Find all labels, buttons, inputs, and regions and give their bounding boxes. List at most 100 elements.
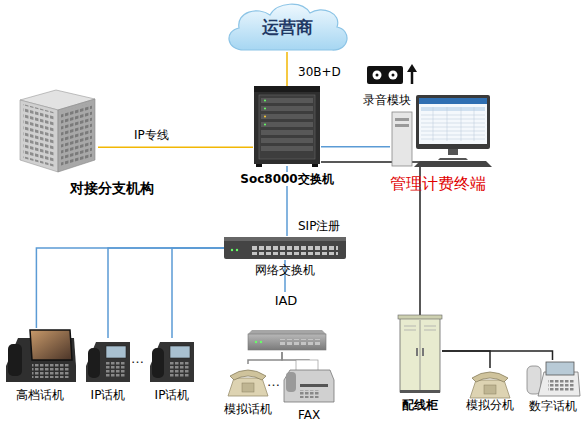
computer-art	[414, 161, 492, 167]
cabinet-art	[400, 318, 440, 392]
computer-art	[392, 112, 412, 166]
fax-art	[284, 370, 334, 402]
network-switch-art	[231, 249, 233, 251]
recorder-art	[407, 64, 417, 72]
fax-art	[300, 390, 320, 398]
switch-rack-art	[261, 122, 313, 127]
digital-phone-art	[546, 362, 574, 375]
fax-machine: FAX	[284, 362, 334, 402]
wiring-cabinet: 配线柜	[398, 316, 442, 392]
iad-art	[248, 330, 326, 334]
computer-art	[448, 149, 458, 155]
computer-art	[419, 98, 487, 144]
edge-label: 30B+D	[298, 65, 341, 79]
switch-rack-art	[261, 114, 313, 119]
iad-art	[280, 339, 320, 345]
iad-art	[248, 334, 326, 350]
switch-rack-art	[254, 86, 320, 164]
network-switch-art	[224, 237, 346, 241]
ip-phone: IP话机	[86, 338, 130, 382]
node-label: IP话机	[91, 388, 126, 402]
switch-rack-art	[261, 98, 313, 103]
cabinet-art	[420, 320, 421, 390]
operator-cloud	[229, 4, 347, 50]
node-label: 配线柜	[402, 398, 438, 412]
digital-phone-art	[538, 372, 580, 396]
ip-phone-art	[150, 342, 194, 382]
branch-building: 对接分支机构	[18, 92, 98, 172]
cabinet-art	[422, 348, 424, 356]
connector-line	[442, 351, 490, 368]
recorder-art	[376, 74, 379, 77]
iad-art	[255, 341, 257, 343]
recorder-module: 录音模块	[366, 64, 418, 86]
node-label: Soc8000交换机	[238, 172, 335, 186]
building-art	[61, 103, 92, 167]
operator-cloud	[229, 4, 347, 50]
switch-rack: Soc8000交换机	[253, 86, 321, 166]
switch-rack-art	[261, 138, 313, 143]
fax-art	[286, 372, 296, 392]
hd-phone: 高档话机	[4, 328, 76, 382]
building-art	[23, 104, 55, 167]
node-label: 运营商	[262, 17, 313, 37]
digital-phone-art	[548, 380, 574, 392]
analog-phone: 模拟话机	[228, 364, 268, 396]
node-label: 管理计费终端	[390, 175, 486, 193]
iad-art	[248, 330, 326, 350]
switch-rack-art	[254, 86, 320, 92]
node-label: 对接分支机构	[70, 180, 154, 196]
connector-line	[321, 146, 390, 148]
hd-phone-art	[30, 330, 72, 360]
iad-device: IAD	[246, 292, 326, 352]
analog-extension: 模拟分机	[470, 368, 510, 394]
fax-art	[300, 384, 328, 387]
building-art	[58, 99, 95, 172]
hd-phone-art	[6, 330, 76, 382]
network-switch-art	[236, 249, 238, 251]
cabinet-art	[404, 326, 436, 330]
connector-line	[248, 352, 282, 364]
node-label: 高档话机	[16, 388, 64, 402]
switch-rack-art	[264, 116, 266, 118]
connector-line	[286, 52, 288, 86]
node-label: IP话机	[155, 388, 190, 402]
node-label: 网络交换机	[255, 263, 315, 277]
connector-line	[36, 248, 224, 328]
network-switch-art	[224, 237, 346, 259]
switch-rack-art	[264, 108, 266, 110]
cloud-node: 运营商	[228, 2, 346, 52]
fax-art	[284, 360, 334, 402]
digital-phone-art	[527, 366, 541, 394]
hd-phone-art	[8, 344, 22, 376]
iad-art	[260, 341, 262, 343]
building-art	[20, 90, 95, 172]
ip-phone-art	[86, 342, 130, 382]
recorder-art	[367, 66, 403, 84]
edge-label: SIP注册	[298, 219, 340, 233]
edge-label: IP专线	[134, 128, 169, 142]
switch-rack-art	[261, 106, 313, 111]
digital-phone: 数字话机	[525, 360, 580, 396]
cabinet-art	[398, 315, 442, 319]
recorder-art	[373, 71, 382, 80]
switch-rack-art	[261, 146, 313, 151]
node-label: 录音模块	[363, 93, 411, 107]
connector-line	[172, 248, 224, 338]
billing-terminal: 管理计费终端	[390, 95, 490, 167]
computer-art	[438, 158, 468, 160]
connector-line	[442, 351, 553, 360]
analog-phone-art	[470, 372, 510, 398]
hd-phone-art	[32, 364, 70, 378]
node-label: 模拟话机	[224, 402, 272, 416]
computer-art	[395, 118, 409, 121]
computer-art	[416, 95, 490, 149]
recorder-art	[389, 71, 398, 80]
computer-art	[395, 124, 409, 127]
node-label: 数字话机	[529, 399, 577, 413]
digital-phone-art	[527, 362, 580, 396]
switch-rack-art	[264, 124, 266, 126]
computer-art	[419, 98, 487, 104]
switch-rack-art	[261, 130, 313, 135]
cabinet-art	[400, 390, 440, 393]
